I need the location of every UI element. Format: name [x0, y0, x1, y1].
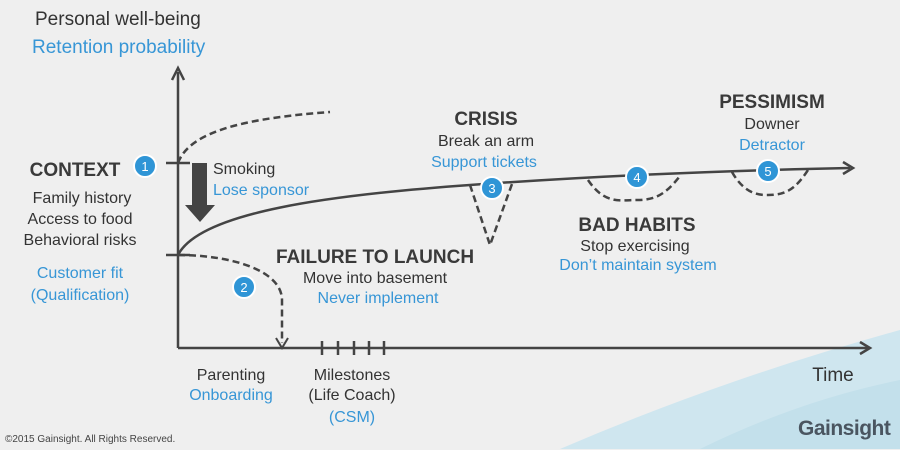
pessimism-title: PESSIMISM — [719, 92, 825, 113]
pessimism-text: Downer — [744, 116, 800, 133]
upside-dashed-curve — [176, 110, 331, 164]
bad-habits-title: BAD HABITS — [578, 215, 696, 236]
milestone-ticks — [320, 341, 386, 355]
bad-habits-text: Stop exercising — [580, 238, 690, 255]
marker-5: 5 — [756, 159, 780, 183]
smoking-blue: Lose sponsor — [213, 182, 310, 199]
x-axis-arrow — [859, 340, 873, 356]
crisis-blue: Support tickets — [431, 154, 537, 171]
marker-2: 2 — [232, 275, 256, 299]
failure-text: Move into basement — [302, 270, 448, 287]
y-axis-arrow — [170, 65, 186, 81]
crisis-title: CRISIS — [454, 109, 518, 130]
pessimism-blue: Detractor — [739, 137, 805, 154]
gainsight-logo: Gainsight — [798, 417, 891, 440]
bad-habits-dip — [586, 175, 681, 202]
pessimism-dip — [730, 169, 810, 197]
copyright: ©2015 Gainsight. All Rights Reserved. — [5, 434, 176, 445]
context-blue: (Qualification) — [30, 287, 130, 304]
y-axis-subtitle: Retention probability — [32, 37, 206, 58]
milestones-text: Milestones — [313, 367, 391, 384]
crisis-text: Break an arm — [437, 133, 535, 150]
failure-dashed-curve — [177, 253, 284, 343]
svg-text:4: 4 — [633, 170, 640, 185]
svg-text:3: 3 — [488, 181, 495, 196]
svg-text:1: 1 — [141, 159, 148, 174]
milestones-blue: (CSM) — [328, 409, 376, 426]
context-line: Family history — [32, 190, 132, 207]
svg-text:2: 2 — [240, 280, 247, 295]
parenting-text: Parenting — [196, 367, 266, 384]
smoking-text: Smoking — [213, 161, 276, 178]
marker-4: 4 — [625, 165, 649, 189]
context-line: Access to food — [27, 211, 133, 228]
context-title: CONTEXT — [29, 160, 121, 181]
milestones-text: (Life Coach) — [308, 387, 396, 404]
marker-1: 1 — [133, 154, 157, 178]
y-axis-title: Personal well-being — [35, 9, 201, 30]
down-arrow-icon — [185, 163, 215, 222]
x-axis-title: Time — [812, 365, 854, 386]
bad-habits-blue: Don’t maintain system — [559, 257, 717, 274]
parenting-blue: Onboarding — [189, 387, 273, 404]
failure-title: FAILURE TO LAUNCH — [275, 247, 475, 268]
markers: 1 2 3 4 5 — [133, 154, 780, 299]
context-blue: Customer fit — [36, 265, 124, 282]
failure-blue: Never implement — [317, 290, 439, 307]
svg-text:5: 5 — [764, 164, 771, 179]
marker-3: 3 — [480, 176, 504, 200]
context-line: Behavioral risks — [23, 232, 137, 249]
